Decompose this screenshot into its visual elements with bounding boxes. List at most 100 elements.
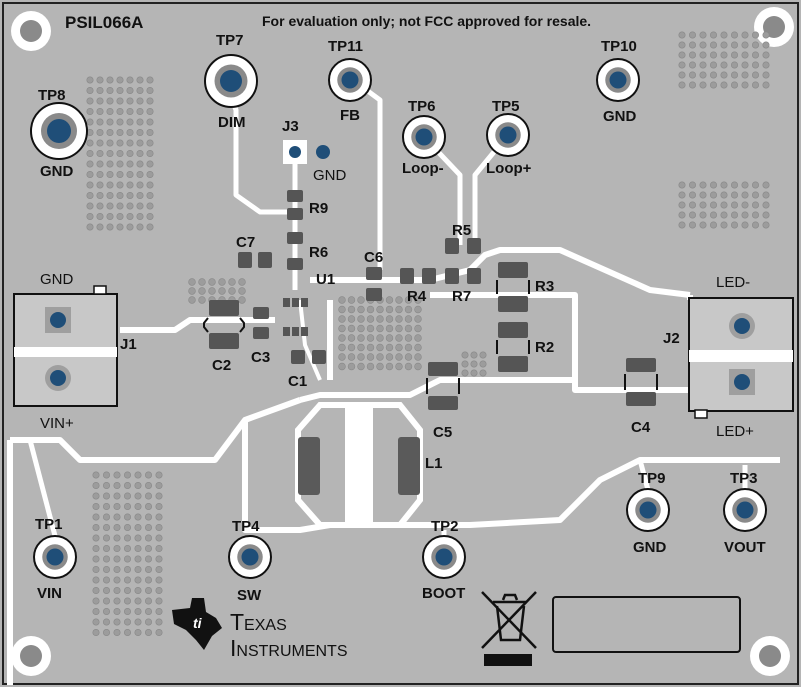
via: [366, 334, 375, 342]
via: [376, 353, 384, 361]
via: [113, 534, 121, 542]
via: [357, 324, 365, 333]
via: [479, 369, 487, 377]
via: [762, 221, 770, 229]
c1-ref: C1: [288, 373, 307, 390]
via: [688, 221, 696, 229]
r3-ref: R3: [535, 278, 554, 295]
via: [741, 81, 749, 89]
via: [404, 353, 413, 361]
via: [741, 71, 749, 79]
via: [155, 544, 163, 552]
board-part-number: PSIL066A: [65, 13, 143, 32]
via: [146, 192, 154, 200]
via: [730, 191, 738, 199]
via: [741, 201, 749, 209]
via: [92, 471, 100, 479]
via: [113, 513, 121, 521]
via: [103, 471, 111, 479]
via: [145, 597, 153, 605]
via: [366, 315, 375, 323]
smd-components: [209, 190, 656, 410]
via: [730, 181, 738, 189]
via: [688, 191, 696, 199]
via: [678, 211, 686, 219]
via: [86, 150, 94, 158]
via: [124, 555, 132, 563]
via: [126, 129, 134, 137]
via: [145, 555, 153, 563]
via: [86, 76, 94, 84]
via: [145, 492, 153, 500]
via: [357, 296, 365, 304]
via: [730, 51, 738, 59]
via: [124, 523, 132, 531]
via: [338, 353, 346, 361]
via: [106, 223, 114, 231]
via: [116, 87, 124, 95]
mounting-holes: [11, 7, 794, 676]
via: [395, 353, 403, 361]
via: [146, 202, 154, 210]
via: [155, 586, 163, 594]
via: [338, 334, 346, 342]
via: [145, 471, 153, 479]
via: [86, 139, 94, 147]
via: [720, 211, 728, 219]
test-point-pad: [499, 126, 517, 144]
via: [113, 555, 121, 563]
via: [699, 41, 707, 49]
via: [699, 221, 707, 229]
via: [124, 481, 132, 489]
tp5-name: Loop+: [486, 160, 532, 177]
via: [762, 81, 770, 89]
via: [414, 315, 422, 323]
tp9-name: GND: [633, 539, 667, 556]
via: [136, 139, 144, 147]
via: [338, 296, 346, 304]
via: [103, 481, 111, 489]
via: [126, 213, 134, 221]
via: [198, 278, 206, 286]
j3-ref: J3: [282, 118, 299, 135]
via: [376, 305, 384, 314]
via: [720, 191, 728, 199]
via: [338, 315, 346, 323]
via: [92, 576, 100, 584]
via: [155, 523, 163, 531]
via: [470, 369, 478, 377]
via: [146, 150, 154, 158]
via: [113, 597, 121, 605]
via: [155, 471, 163, 479]
via: [146, 118, 154, 126]
via: [720, 221, 728, 229]
via: [146, 213, 154, 221]
l1-ref: L1: [425, 455, 443, 472]
via: [414, 334, 422, 342]
via: [103, 492, 111, 500]
via: [113, 471, 121, 479]
tp9-ref: TP9: [638, 470, 666, 487]
via: [126, 192, 134, 200]
via: [134, 618, 142, 626]
via: [106, 181, 114, 189]
via: [155, 502, 163, 510]
via: [751, 51, 759, 59]
via: [86, 118, 94, 126]
via: [113, 618, 121, 626]
via: [96, 223, 104, 231]
via: [688, 71, 696, 79]
via: [709, 181, 717, 189]
via: [113, 576, 121, 584]
via: [126, 76, 134, 84]
via: [688, 51, 696, 59]
via: [366, 343, 375, 352]
via: [762, 31, 770, 39]
via: [116, 213, 124, 221]
via: [113, 586, 121, 594]
via: [688, 211, 696, 219]
via: [96, 192, 104, 200]
via: [136, 202, 144, 210]
via: [136, 76, 144, 84]
via: [395, 296, 403, 304]
